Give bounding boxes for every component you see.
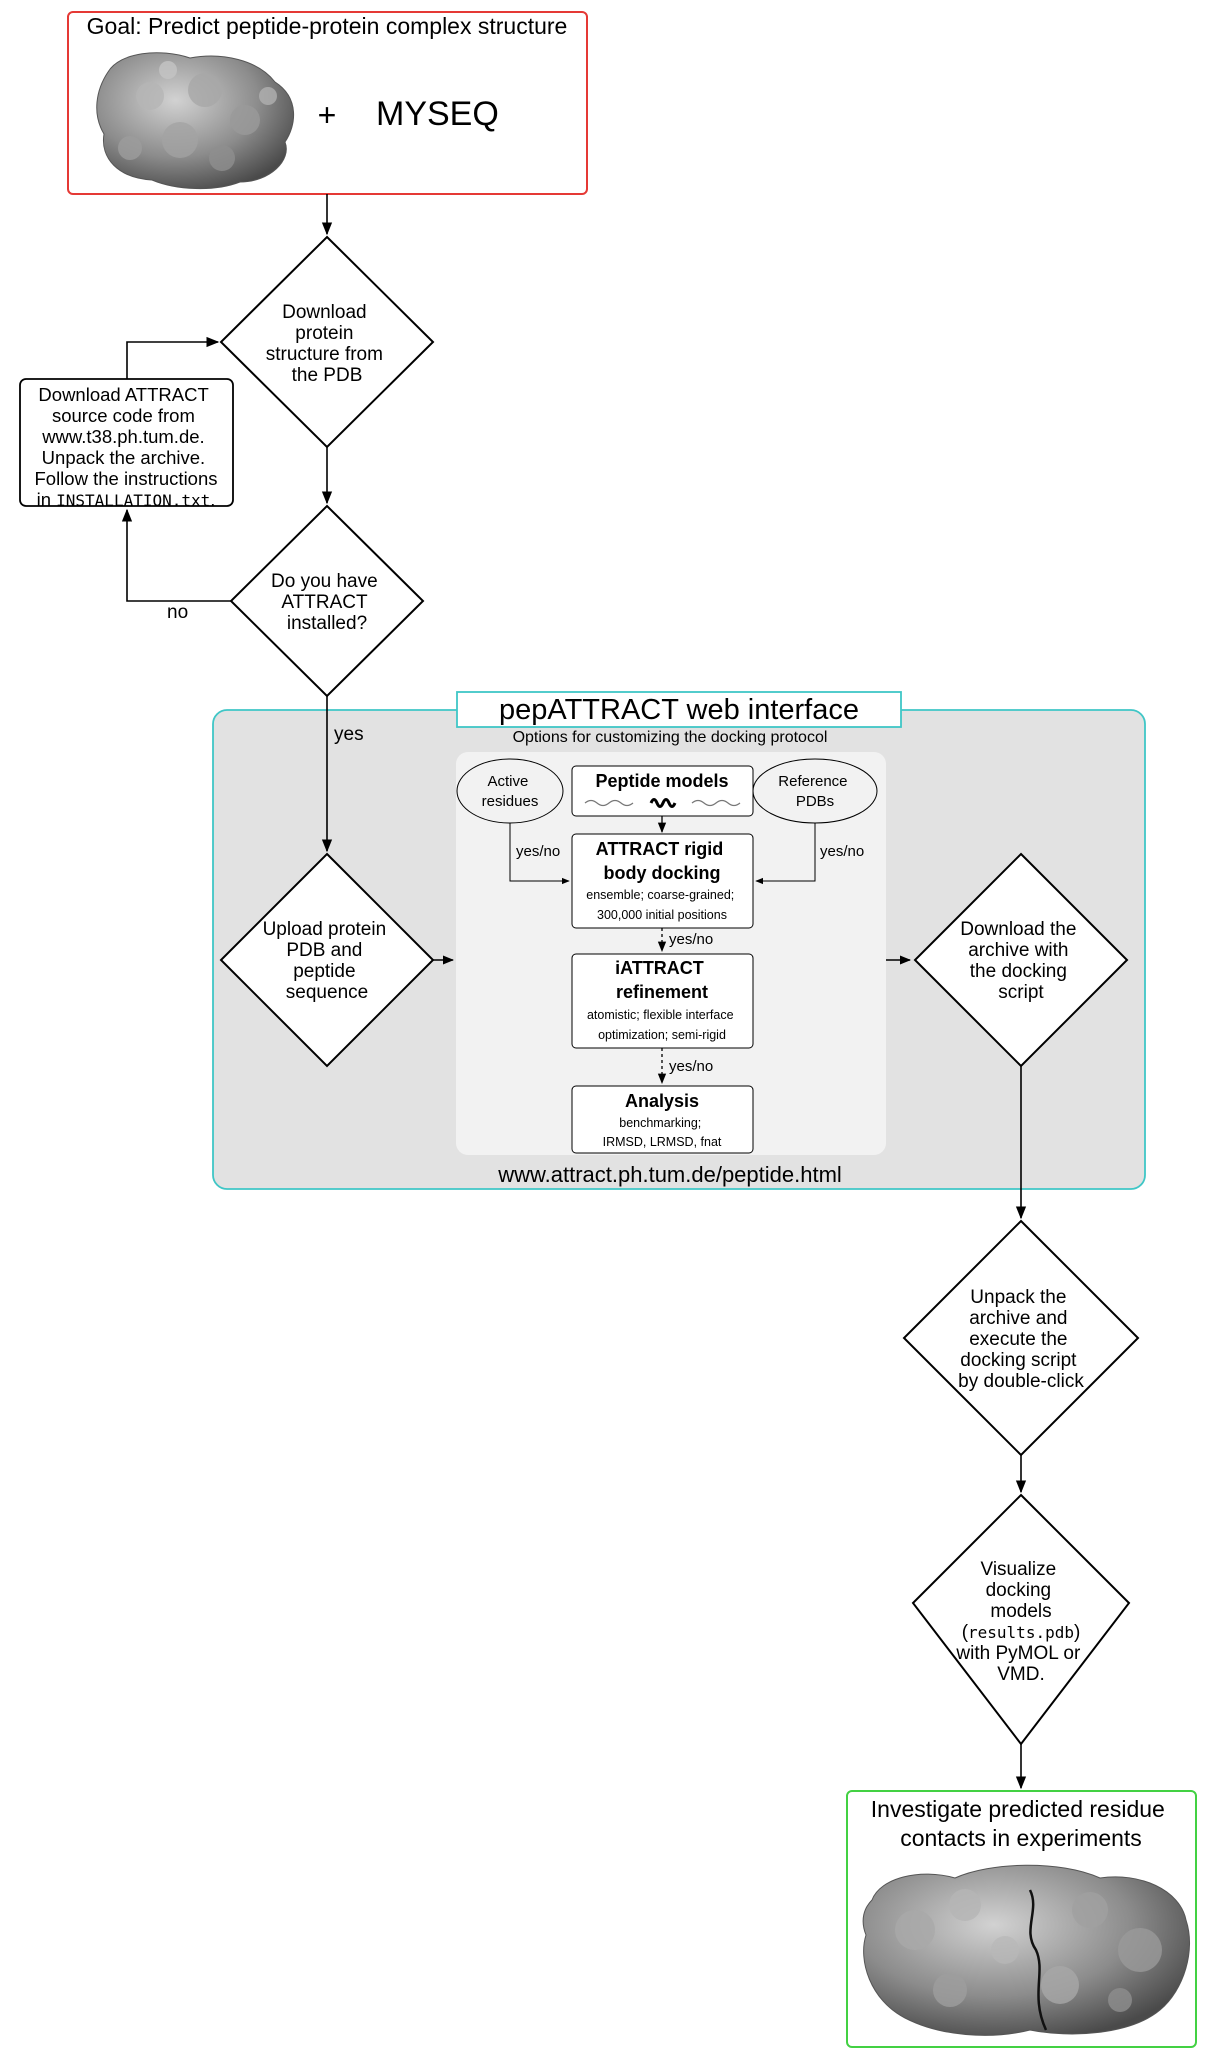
download-attract-source-step: Download ATTRACT source code from www.t3… — [19, 378, 234, 510]
svg-text:iATTRACT refinement: iATTRACT refinement — [615, 958, 709, 1002]
yes-label: yes — [334, 724, 364, 745]
web-interface-title: pepATTRACT web interface — [499, 694, 859, 726]
svg-text:atomistic; flexible interface: atomistic; flexible interface optimizati… — [587, 1008, 737, 1042]
iattract-refinement-box: iATTRACT refinement atomistic; flexible … — [571, 953, 754, 1049]
peptide-protein-complex-image — [862, 1864, 1190, 2036]
unpack-execute-step: Unpack the archive and execute the docki… — [902, 1219, 1140, 1457]
svg-text:Unpack the archive and: Unpack the archive and execute the docki… — [958, 1287, 1084, 1392]
analysis-box: Analysis benchmarking; IRMSD, LRMSD, fna… — [571, 1085, 754, 1154]
protein-structure-image — [96, 52, 295, 189]
svg-text:Analysis: Analysis — [625, 1091, 699, 1111]
svg-text:ATTRACT rigid body doc: ATTRACT rigid body docking — [596, 839, 729, 883]
no-label: no — [167, 602, 188, 623]
web-interface-title-box — [456, 691, 902, 728]
active-residues-option: Active residues — [456, 758, 564, 824]
rigid-body-docking-box: ATTRACT rigid body docking ensemble; coa… — [571, 833, 754, 929]
download-archive-step: Download the archive with the docking sc… — [913, 852, 1129, 1068]
svg-text:with PyMOL or VMD.: with PyMOL or VMD. — [955, 1643, 1085, 1685]
result-title-line-1: Investigate predicted residue — [871, 1796, 1165, 1822]
reference-pdbs-option: Reference PDBs — [752, 758, 878, 824]
svg-text:Investigate predicted residue: Investigate predicted residue contacts i… — [871, 1796, 1171, 1851]
svg-text:Download ATTRACT source: Download ATTRACT source code from www.t3… — [34, 384, 217, 489]
svg-text:Visualize docking: Visualize docking models — [981, 1559, 1062, 1622]
peptide-conformation-icons — [584, 798, 741, 808]
svg-text:(results.pdb): (results.pdb) — [962, 1622, 1081, 1643]
svg-text:benchmarking; IRMSD, L: benchmarking; IRMSD, LRMSD, fnat — [603, 1116, 722, 1149]
svg-text:Download protein s: Download protein structure from the PDB — [266, 302, 388, 386]
visualize-step: Visualize docking models (results.pdb) w… — [911, 1493, 1131, 1746]
svg-text:ensemble; coarse-grained;: ensemble; coarse-grained; 300,000 initia… — [586, 888, 737, 922]
result-title-line-2: contacts in experiments — [900, 1825, 1142, 1851]
download-pdb-step: Download protein structure from the PDB — [219, 235, 435, 449]
bound-peptide-chain — [1028, 1889, 1048, 2031]
web-interface-panel: pepATTRACT web interface Options for cus… — [212, 691, 1146, 1190]
svg-text:Download the archive wit: Download the archive with the docking sc… — [960, 919, 1081, 1003]
web-interface-url: www.attract.ph.tum.de/peptide.html — [497, 1162, 842, 1187]
have-attract-decision: Do you have ATTRACT installed? — [229, 504, 425, 698]
refinement-toggle-label: yes/no — [669, 931, 713, 948]
reference-pdbs-toggle-label: yes/no — [820, 843, 864, 860]
goal-box: Goal: Predict peptide-protein complex st… — [67, 11, 588, 195]
svg-text:Peptide models: Peptide models — [595, 771, 728, 791]
web-interface-subtitle: Options for customizing the docking prot… — [513, 729, 828, 746]
peptide-sequence: MYSEQ — [376, 95, 499, 133]
svg-text:Do you have ATTRACT: Do you have ATTRACT installed? — [271, 571, 383, 634]
svg-text:Reference PDBs: Reference PDBs — [778, 773, 851, 810]
svg-text:Active residues: Active residues — [482, 773, 539, 810]
goal-title: Goal: Predict peptide-protein complex st… — [87, 13, 568, 39]
upload-step: Upload protein PDB and peptide sequence — [219, 852, 435, 1068]
active-residues-toggle-label: yes/no — [516, 843, 560, 860]
svg-text:Upload protein PDB and: Upload protein PDB and peptide sequence — [263, 919, 392, 1003]
analysis-toggle-label: yes/no — [669, 1058, 713, 1075]
result-box: Investigate predicted residue contacts i… — [846, 1790, 1197, 2048]
plus-sign: + — [318, 97, 337, 133]
peptide-models-box: Peptide models — [571, 765, 754, 817]
svg-text:in INSTALLATION.txt.: in INSTALLATION.txt. — [37, 489, 216, 510]
